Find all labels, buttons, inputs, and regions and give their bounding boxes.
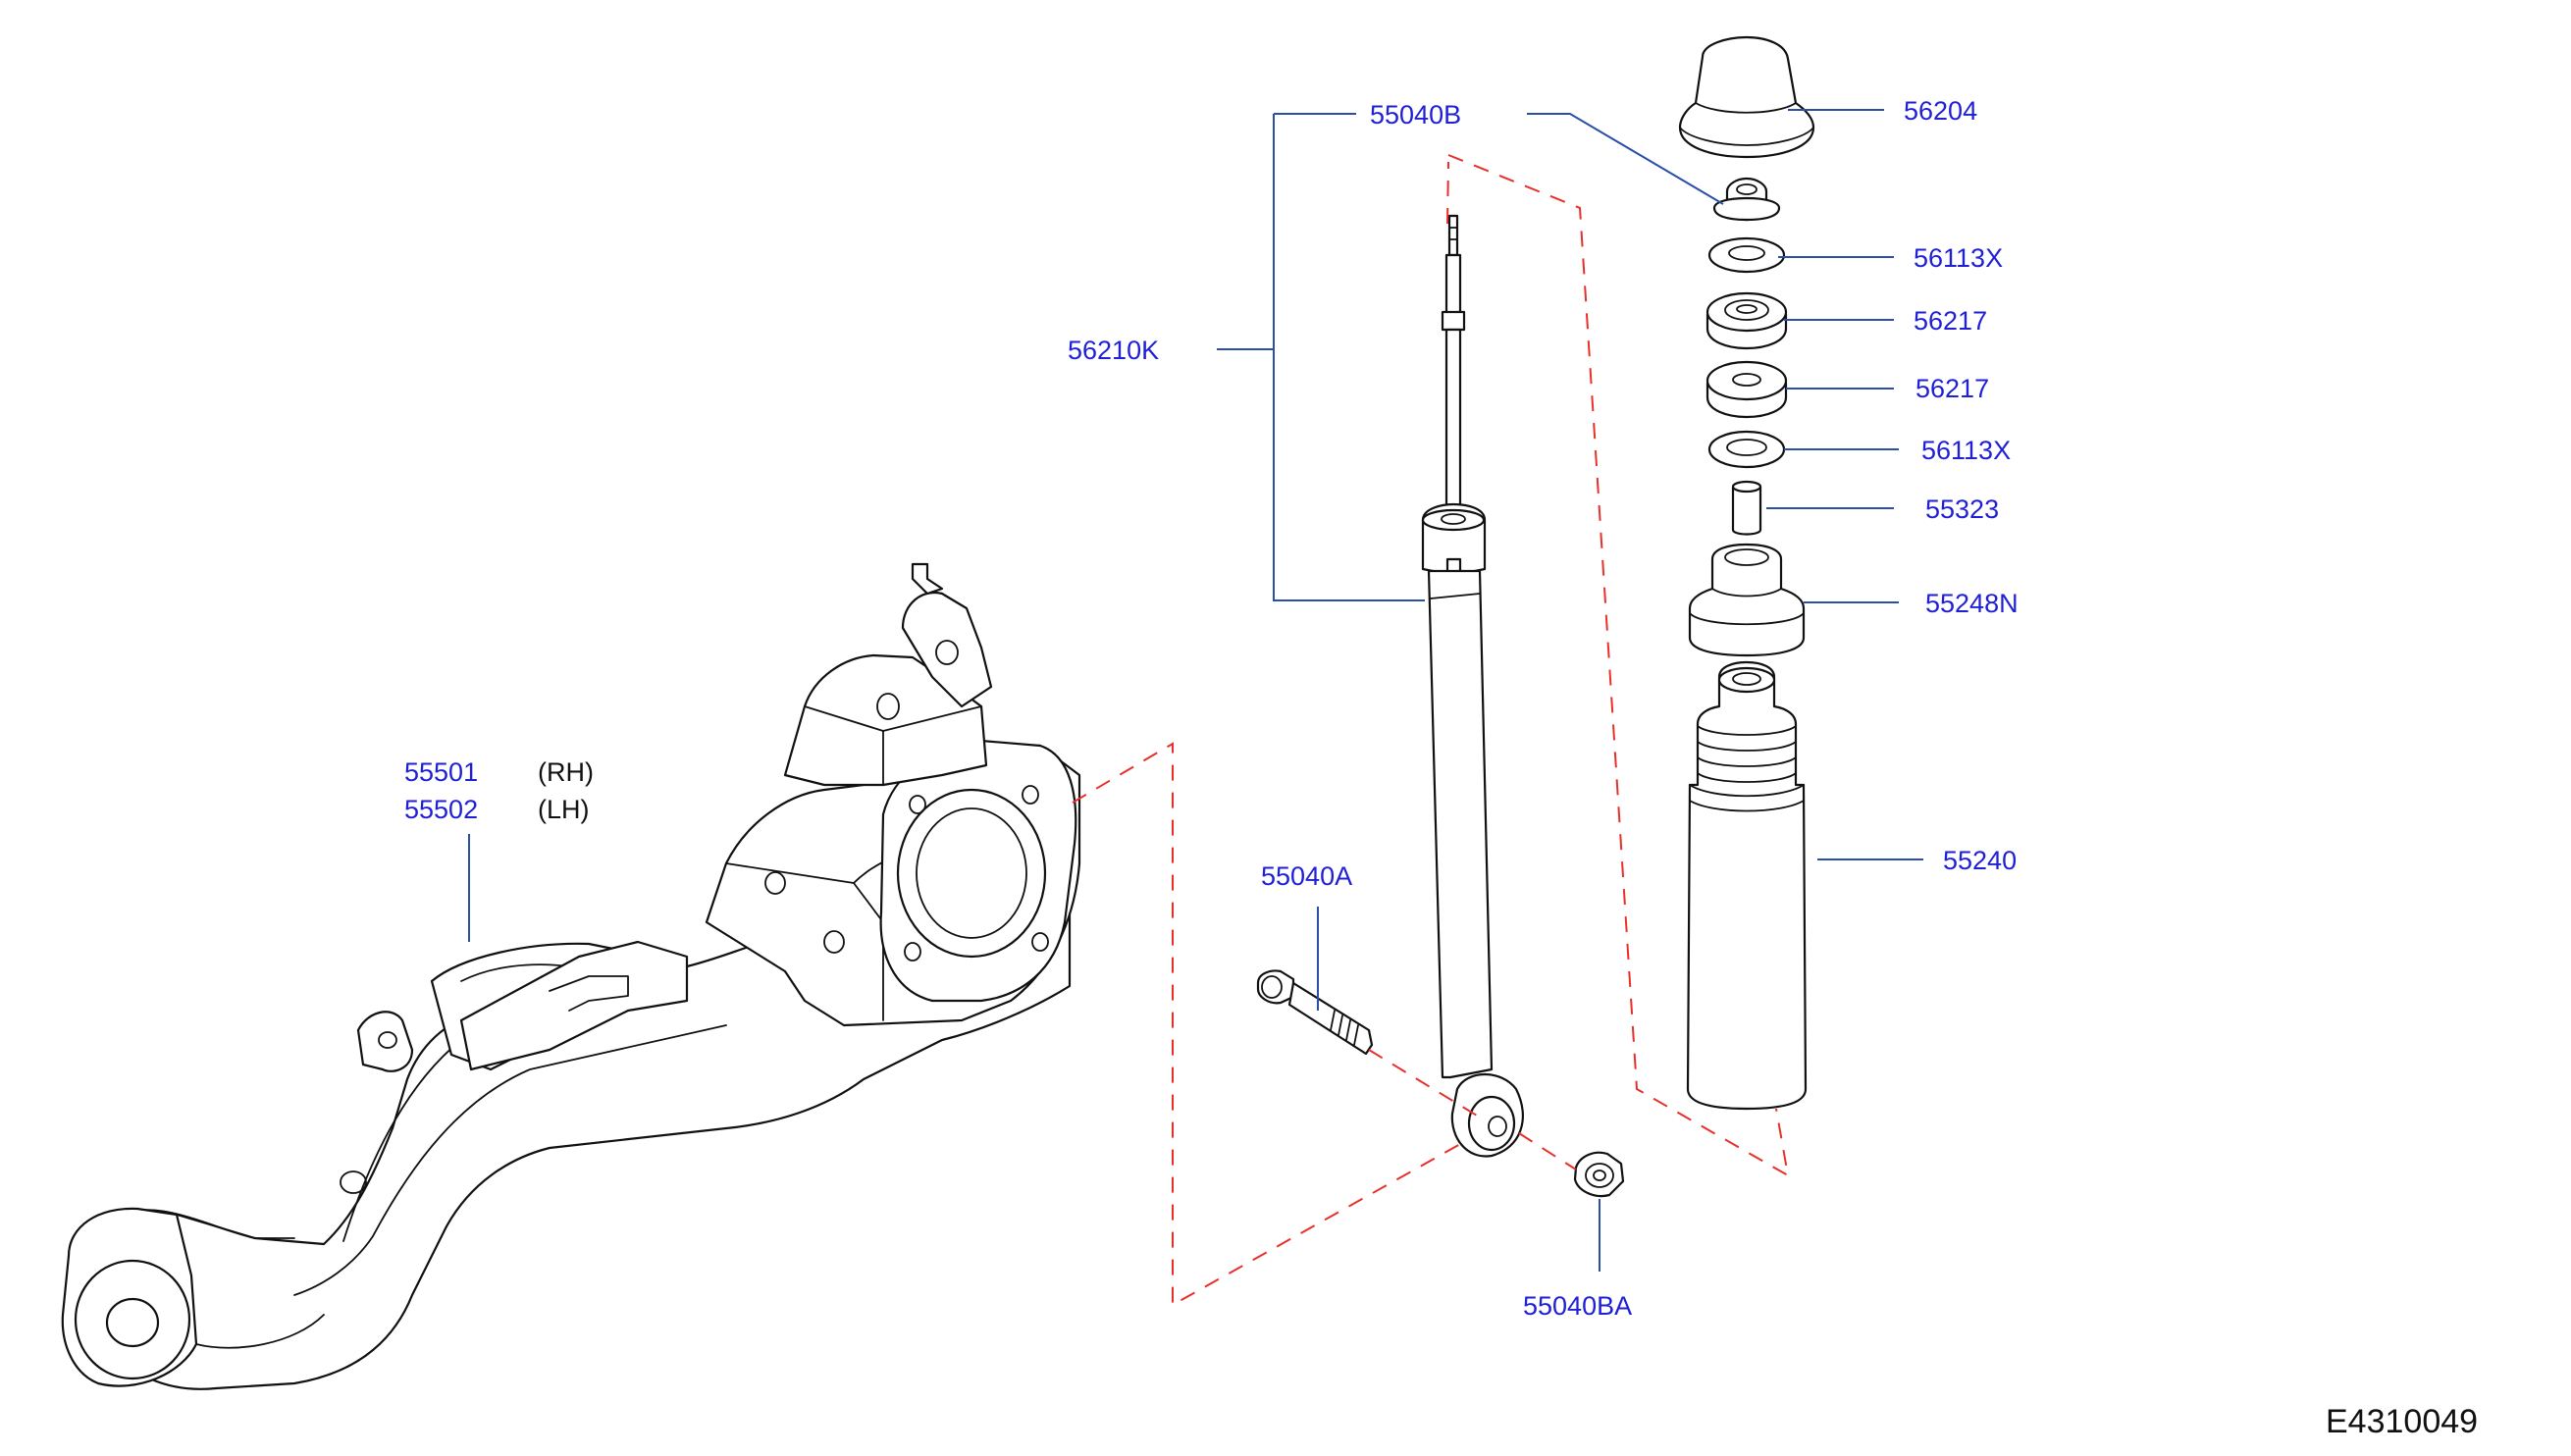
label-56204: 56204 [1904, 96, 1977, 126]
label-55501: 55501 [404, 757, 478, 787]
leader-lines [468, 109, 1923, 1272]
lower-nut-drawing [1573, 1151, 1625, 1198]
label-55502: 55502 [404, 795, 478, 824]
upper-mount-stack-drawing [1678, 35, 1815, 1111]
shock-absorber-drawing [1421, 214, 1524, 1158]
label-55040B: 55040B [1370, 100, 1461, 130]
part-labels: 56210K 55040B 56204 56113X 56217 56217 5… [404, 96, 2478, 1440]
assembly-dashed-lines [1072, 154, 1790, 1307]
label-55323: 55323 [1925, 494, 1999, 524]
label-rh: (RH) [538, 757, 594, 787]
label-56113X-upper: 56113X [1914, 243, 2003, 273]
label-56210K: 56210K [1068, 336, 1159, 365]
label-55240: 55240 [1943, 846, 2017, 875]
bolt-drawing [1256, 969, 1374, 1056]
label-lh: (LH) [538, 795, 590, 824]
label-55040BA: 55040BA [1523, 1291, 1632, 1321]
label-56113X-lower: 56113X [1921, 436, 2011, 465]
label-56217-lower: 56217 [1915, 374, 1989, 403]
trailing-arm-drawing [61, 562, 1081, 1390]
label-55040A: 55040A [1261, 861, 1352, 891]
label-56217-upper: 56217 [1914, 306, 1987, 336]
diagram-reference-number: E4310049 [2326, 1403, 2478, 1440]
label-55248N: 55248N [1925, 589, 2019, 618]
